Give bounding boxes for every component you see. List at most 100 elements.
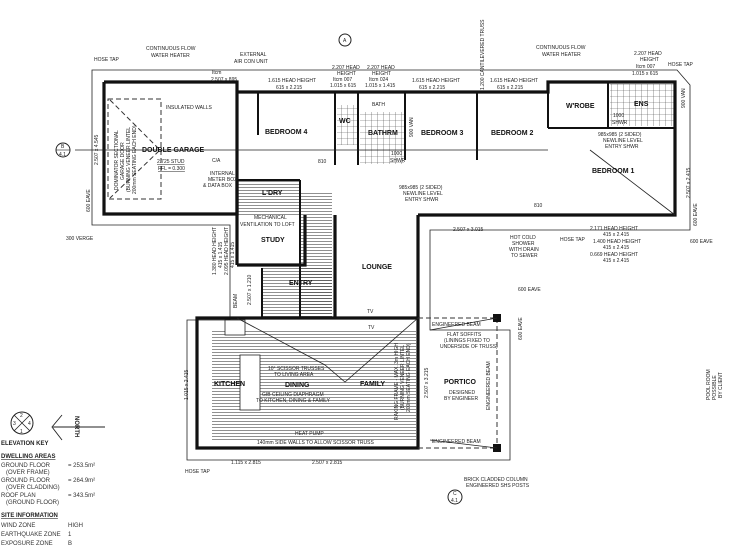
svg-text:1.015 x 615: 1.015 x 615 xyxy=(632,71,658,77)
wc-tiles xyxy=(337,105,357,145)
svg-text:615 x 2.215: 615 x 2.215 xyxy=(276,85,302,91)
section-marker-a: B 4.1 xyxy=(55,142,71,158)
svg-text:2: 2 xyxy=(20,413,23,419)
svg-text:SHWR: SHWR xyxy=(390,158,406,164)
bedroom1-hip xyxy=(589,149,676,216)
svg-text:DOMINATOR SECTIONAL: DOMINATOR SECTIONAL xyxy=(114,130,120,190)
room-bedroom4: BEDROOM 4 xyxy=(265,129,308,136)
svg-text:(BURNING VENEER LINTEL: (BURNING VENEER LINTEL xyxy=(126,127,132,192)
bathroom-tiles xyxy=(360,112,404,164)
svg-text:BY CLIENT: BY CLIENT xyxy=(718,372,724,398)
svg-text:4.1: 4.1 xyxy=(451,498,458,504)
svg-text:415 x 2.415: 415 x 2.415 xyxy=(603,232,629,238)
svg-text:GARAGE DOOR: GARAGE DOOR xyxy=(120,142,126,180)
svg-text:2.507 x 2.415: 2.507 x 2.415 xyxy=(686,167,692,198)
svg-text:POOL ROOM: POOL ROOM xyxy=(706,369,712,400)
annotations: HOSE TAP CONTINUOUS FLOW WATER HEATER EX… xyxy=(66,19,724,489)
entry-floor-hatch xyxy=(262,268,332,318)
svg-text:2.207 HEAD: 2.207 HEAD xyxy=(332,65,360,71)
svg-text:UNDERSIDE OF TRUSS): UNDERSIDE OF TRUSS) xyxy=(440,344,498,350)
truss-lines xyxy=(236,317,419,383)
room-ens: ENS xyxy=(634,101,649,108)
svg-text:985x985 (2 SIDED): 985x985 (2 SIDED) xyxy=(399,185,443,191)
svg-text:Itcm 024: Itcm 024 xyxy=(369,77,388,83)
svg-text:(GROUND FLOOR): (GROUND FLOOR) xyxy=(6,500,59,506)
svg-text:1.615 HEAD HEIGHT: 1.615 HEAD HEIGHT xyxy=(412,78,460,84)
svg-text:A: A xyxy=(343,38,347,44)
svg-text:140mm SIDE WALLS TO ALLOW SCIS: 140mm SIDE WALLS TO ALLOW SCISSOR TRUSS xyxy=(257,440,374,446)
room-double-garage: DOUBLE GARAGE xyxy=(142,147,205,154)
svg-text:HOSE TAP: HOSE TAP xyxy=(560,237,585,243)
internal-walls xyxy=(237,82,675,318)
svg-text:615 x 2.215: 615 x 2.215 xyxy=(497,85,523,91)
svg-text:ENGINEERED BEAM: ENGINEERED BEAM xyxy=(432,322,481,328)
kitchen-island xyxy=(239,354,261,411)
svg-text:C/A: C/A xyxy=(212,158,221,164)
svg-text:FLAT SOFFITS: FLAT SOFFITS xyxy=(447,332,482,338)
svg-text:600 EAVE: 600 EAVE xyxy=(86,189,92,212)
svg-text:CONTINUOUS FLOW: CONTINUOUS FLOW xyxy=(146,46,196,52)
dwelling-areas: DWELLING AREAS GROUND FLOOR (OVER FRAME)… xyxy=(1,454,95,506)
svg-text:300 VERGE: 300 VERGE xyxy=(66,236,94,242)
svg-text:ENGINEERED BEAM: ENGINEERED BEAM xyxy=(486,361,492,410)
svg-text:2.507 x 3.015: 2.507 x 3.015 xyxy=(453,227,484,233)
svg-text:TO SEWER: TO SEWER xyxy=(511,253,538,259)
svg-text:MECHANICAL: MECHANICAL xyxy=(254,215,287,221)
bath-label: BATH xyxy=(372,102,385,108)
svg-text:POSSIBLE: POSSIBLE xyxy=(712,375,718,400)
svg-text:B: B xyxy=(61,144,65,150)
svg-text:2.095 HEAD HEIGHT: 2.095 HEAD HEIGHT xyxy=(224,227,230,275)
garage-stud: 2.725 STUD xyxy=(157,159,185,165)
svg-text:RAKING FRAME - MAX. 3m HIGH: RAKING FRAME - MAX. 3m HIGH xyxy=(394,343,400,420)
svg-text:CONTINUOUS FLOW: CONTINUOUS FLOW xyxy=(536,45,586,51)
room-study: STUDY xyxy=(261,237,285,244)
garage-door-swing xyxy=(109,99,161,199)
svg-text:ENGINEERED BEAM: ENGINEERED BEAM xyxy=(432,439,481,445)
svg-text:EXPOSURE ZONE: EXPOSURE ZONE xyxy=(1,541,53,547)
svg-text:1.400 HEAD HEIGHT: 1.400 HEAD HEIGHT xyxy=(593,239,641,245)
svg-text:ROOF PLAN: ROOF PLAN xyxy=(1,493,36,499)
svg-text:615 x 2.215: 615 x 2.215 xyxy=(419,85,445,91)
svg-text:415 x 1.415: 415 x 1.415 xyxy=(218,242,224,268)
svg-text:810: 810 xyxy=(318,159,327,165)
svg-text:HEIGHT: HEIGHT xyxy=(372,71,391,77)
svg-text:HOSE TAP: HOSE TAP xyxy=(185,469,210,475)
svg-text:HEIGHT: HEIGHT xyxy=(640,57,659,63)
svg-text:1.380 HEAD HEIGHT: 1.380 HEAD HEIGHT xyxy=(212,227,218,275)
svg-text:4: 4 xyxy=(28,421,31,427)
svg-text:SHOWER: SHOWER xyxy=(512,241,535,247)
svg-text:DWELLING AREAS: DWELLING AREAS xyxy=(1,454,55,460)
garage-ffl: FFL = 0.300 xyxy=(158,166,185,172)
svg-text:2.207 HEAD: 2.207 HEAD xyxy=(634,51,662,57)
svg-text:3: 3 xyxy=(13,421,16,427)
svg-text:BRICK CLADDED COLUMN: BRICK CLADDED COLUMN xyxy=(464,477,528,483)
room-entry: ENTRY xyxy=(289,280,313,287)
room-bedroom2: BEDROOM 2 xyxy=(491,130,534,137)
svg-text:ENTRY SHWR: ENTRY SHWR xyxy=(405,197,439,203)
svg-text:BY ENGINEER: BY ENGINEER xyxy=(444,396,478,402)
svg-text:METER BOX: METER BOX xyxy=(208,177,238,183)
svg-text:= 343.5m²: = 343.5m² xyxy=(68,493,95,499)
svg-text:0.669 HEAD HEIGHT: 0.669 HEAD HEIGHT xyxy=(590,252,638,258)
svg-text:ELEVATION KEY: ELEVATION KEY xyxy=(1,441,48,447)
svg-text:1000: 1000 xyxy=(391,151,402,157)
svg-text:(OVER CLADDING): (OVER CLADDING) xyxy=(6,485,60,491)
svg-text:HEAT PUMP: HEAT PUMP xyxy=(295,431,324,437)
section-marker-b: A xyxy=(338,33,352,47)
elevation-key: 2 3 4 1 ELEVATION KEY xyxy=(1,411,48,447)
svg-text:HOSE TAP: HOSE TAP xyxy=(94,57,119,63)
svg-text:1.115 x 2.815: 1.115 x 2.815 xyxy=(231,460,261,466)
svg-text:HIGH: HIGH xyxy=(68,523,83,529)
svg-text:1.015 x 2.415: 1.015 x 2.415 xyxy=(184,369,190,400)
svg-text:600 EAVE: 600 EAVE xyxy=(693,203,699,226)
svg-text:ENGINEERED SHS POSTS: ENGINEERED SHS POSTS xyxy=(466,483,530,489)
svg-text:NORTH: NORTH xyxy=(73,416,79,437)
svg-text:GROUND FLOOR: GROUND FLOOR xyxy=(1,463,51,469)
svg-text:2.507 x 895: 2.507 x 895 xyxy=(211,77,237,83)
roof-outline xyxy=(91,69,691,461)
svg-text:1.015 x 615: 1.015 x 615 xyxy=(330,83,356,89)
svg-text:DESIGNED: DESIGNED xyxy=(449,390,476,396)
svg-text:WIND ZONE: WIND ZONE xyxy=(1,523,35,529)
svg-text:Itcm: Itcm xyxy=(212,70,221,76)
north-arrow: NORTH xyxy=(51,414,105,441)
